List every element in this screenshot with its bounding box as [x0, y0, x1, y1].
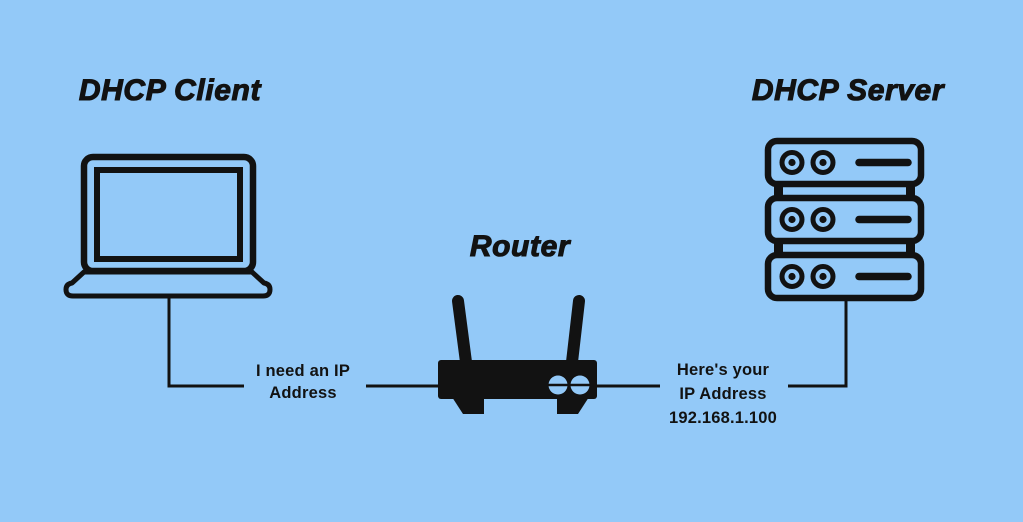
dhcp-client-label: DHCP Client [78, 73, 262, 107]
router-label: Router [469, 229, 571, 263]
reply-message-line: IP Address [679, 385, 767, 403]
laptop-icon [63, 153, 273, 299]
request-message-line: Address [269, 384, 337, 402]
reply-message-line: Here's your [676, 361, 770, 379]
router-icon [438, 295, 597, 414]
reply-to-server-wire [788, 296, 848, 388]
request-message: I need an IP Address [233, 360, 373, 404]
dhcp-server-label: DHCP Server [751, 73, 945, 107]
request-message-line: I need an IP [255, 362, 351, 380]
reply-message: Here's your IP Address 192.168.1.100 [650, 358, 796, 430]
server-icon [764, 137, 925, 302]
reply-message-line: 192.168.1.100 [668, 409, 778, 427]
